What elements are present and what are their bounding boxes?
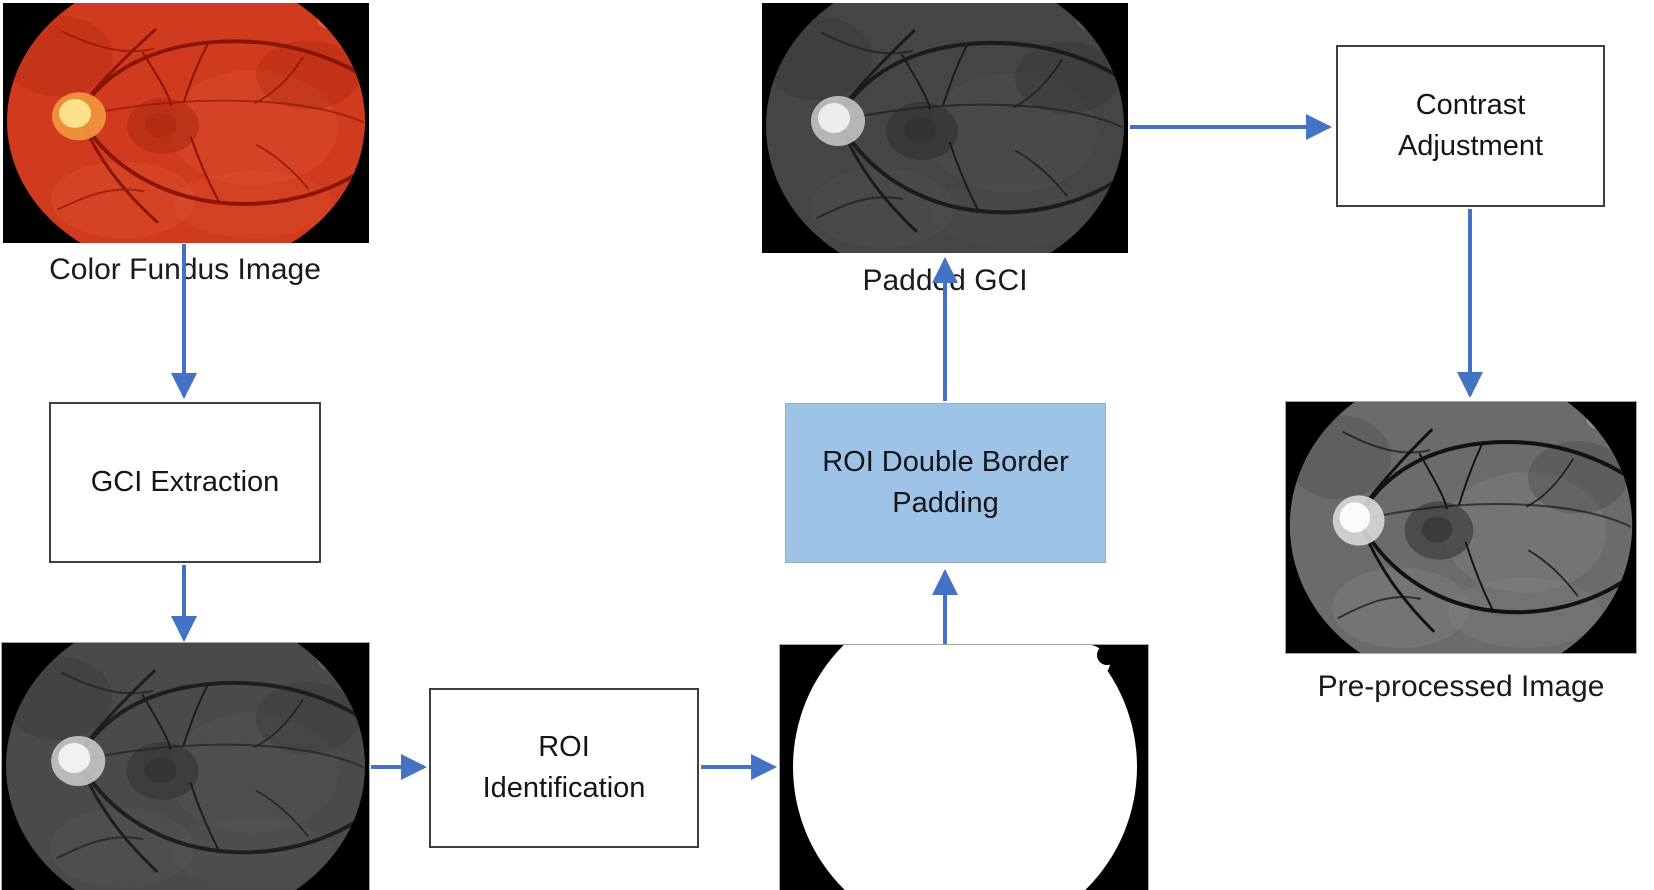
roi-identification-label-line1: ROI <box>538 730 590 763</box>
color-fundus-image <box>3 3 369 243</box>
roi-padding-label-line2: Padding <box>892 487 999 519</box>
gci-extraction-label: GCI Extraction <box>90 465 280 498</box>
padded-gci-label: Padded GCI <box>862 264 1028 297</box>
roi-padding-box: ROI Double Border Padding <box>785 403 1106 563</box>
roi-identification-box: ROI Identification <box>429 688 699 848</box>
contrast-adjustment-label-line1: Contrast <box>1415 88 1526 121</box>
preprocessed-label: Pre-processed Image <box>1317 670 1605 703</box>
gci-extraction-box: GCI Extraction <box>49 402 321 563</box>
roi-padding-label-line1: ROI Double Border <box>822 445 1069 478</box>
gci-image <box>1 642 370 890</box>
contrast-adjustment-label-line2: Adjustment <box>1397 130 1544 162</box>
preprocessed-image <box>1285 401 1637 654</box>
roi-mask-image <box>779 644 1149 890</box>
roi-identification-label-line2: Identification <box>482 772 646 804</box>
contrast-adjustment-box: Contrast Adjustment <box>1336 45 1605 207</box>
color-fundus-label: Color Fundus Image <box>49 253 321 286</box>
padded-gci-image <box>762 3 1128 253</box>
